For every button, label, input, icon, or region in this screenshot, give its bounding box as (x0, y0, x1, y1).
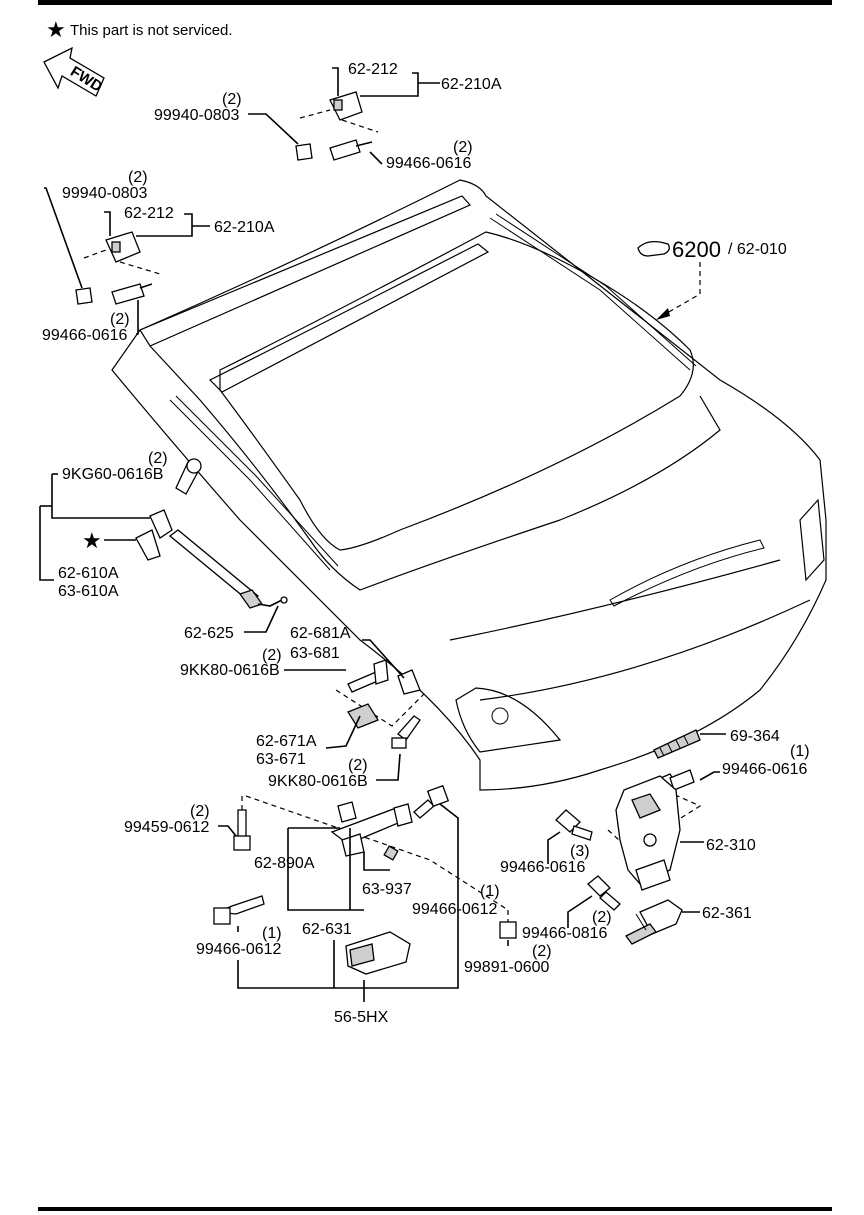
leader-switch-bolt (567, 895, 593, 928)
gas-strut (135, 458, 288, 609)
leader-hinge-l-no (104, 211, 111, 236)
hinge-left (75, 231, 161, 305)
leader-latch-bolt3 (547, 831, 561, 864)
leader-handle-brkt (287, 827, 364, 911)
note-text: This part is not serviced. (70, 22, 233, 39)
leader-hb-bolt (218, 825, 237, 837)
ref-sub: / 62-010 (728, 241, 787, 258)
note-star: ★ (46, 17, 66, 42)
label-latch-bolt-qty: (1) (790, 743, 810, 760)
label-bolt-l-pn: 99466-0616 (42, 327, 128, 344)
label-latch-bolt3-pn: 99466-0616 (500, 859, 586, 876)
label-handle-brkt: 62-890A (254, 855, 315, 872)
label-handle-sub: 63-937 (362, 881, 412, 898)
latch-bolt-3 (555, 809, 593, 841)
ref-callout (637, 240, 701, 320)
leader-clip (325, 715, 361, 749)
leader-hinge-l-assy (136, 213, 193, 237)
label-nut-r-qty: (2) (222, 91, 242, 108)
leader-latch-bolt (699, 771, 720, 781)
leader-nut-l (44, 187, 83, 289)
leader-bk-bolt2 (376, 753, 401, 781)
leader-strut-bolt (51, 474, 150, 519)
label-clip-a: 62-671A (256, 733, 317, 750)
leader-bracket (362, 639, 405, 679)
label-nut-l-qty: (2) (128, 169, 148, 186)
label-strut-bolt-pn: 9KG60-0616B (62, 466, 163, 483)
pointing-hand-icon (637, 240, 670, 257)
label-bolt-l-qty: (2) (110, 311, 130, 328)
label-handle: 62-631 (302, 921, 352, 938)
label-nut-r-pn: 99940-0803 (154, 107, 240, 124)
leader-hinge-r-assy (360, 72, 419, 97)
leader-cable (244, 605, 279, 633)
hinge-right (295, 91, 379, 161)
label-nut-qty: (2) (532, 943, 552, 960)
leader-bolt-l (136, 300, 139, 335)
label-hinge-l-assy: 62-210A (214, 219, 275, 236)
label-hinge-r-no: 62-212 (348, 61, 398, 78)
latch-assembly (607, 769, 702, 891)
label-handle-bolt-pn: 99466-0612 (196, 941, 282, 958)
label-latch-bolt-pn: 99466-0616 (722, 761, 808, 778)
label-bracket-a: 62-681A (290, 625, 351, 642)
top-border (38, 0, 832, 5)
label-switch: 62-361 (702, 905, 752, 922)
label-latch: 62-310 (706, 837, 756, 854)
label-bk-bolt2-qty: (2) (348, 757, 368, 774)
label-hinge-r-assy: 62-210A (441, 76, 502, 93)
label-seal: 69-364 (730, 728, 780, 745)
leader-hinge-r-no (332, 67, 339, 96)
label-strut-star: ★ (82, 528, 102, 553)
label-hinge-l-no: 62-212 (124, 205, 174, 222)
label-cable: 62-625 (184, 625, 234, 642)
leader-bolt-r (369, 151, 383, 165)
label-switch-bolt-pn: 99466-0816 (522, 925, 608, 942)
label-bolt-r-qty: (2) (453, 139, 473, 156)
label-latch-bolt3-qty: (3) (570, 843, 590, 860)
label-clip-b: 63-671 (256, 751, 306, 768)
label-switch-bolt-qty: (2) (592, 909, 612, 926)
label-bk-bolt1-pn: 9KK80-0616B (180, 662, 280, 679)
label-bracket-b: 63-681 (290, 645, 340, 662)
label-handle-bolt-qty: (1) (262, 925, 282, 942)
leader-nut-r (248, 113, 299, 145)
leader-module (333, 940, 365, 1002)
label-bk-bolt1-qty: (2) (262, 647, 282, 664)
switch-bolt (587, 875, 621, 911)
ref-main: 6200 (672, 237, 721, 262)
label-bolt-r-pn: 99466-0616 (386, 155, 472, 172)
switch-assembly (625, 899, 683, 945)
label-handle-bolt2-pn: 99466-0612 (412, 901, 498, 918)
label-module: 56-5HX (334, 1009, 389, 1026)
weatherstrip-seal (653, 729, 701, 759)
label-nut-l-pn: 99940-0803 (62, 185, 148, 202)
label-strut-bolt-qty: (2) (148, 450, 168, 467)
label-strut-a: 62-610A (58, 565, 119, 582)
fwd-arrow-icon: FWD (43, 46, 105, 97)
liftgate-panel (111, 179, 827, 791)
label-hb-bolt-qty: (2) (190, 803, 210, 820)
bracket-clip (335, 659, 425, 749)
leader-module-frame (237, 803, 459, 989)
label-nut-pn: 99891-0600 (464, 959, 550, 976)
label-handle-bolt2-qty: (1) (480, 883, 500, 900)
label-bk-bolt2-pn: 9KK80-0616B (268, 773, 368, 790)
leader-strut-assy (39, 506, 54, 581)
leader-handle-sub (363, 852, 390, 871)
label-strut-b: 63-610A (58, 583, 119, 600)
bottom-border (38, 1207, 832, 1211)
label-hb-bolt-pn: 99459-0612 (124, 819, 210, 836)
